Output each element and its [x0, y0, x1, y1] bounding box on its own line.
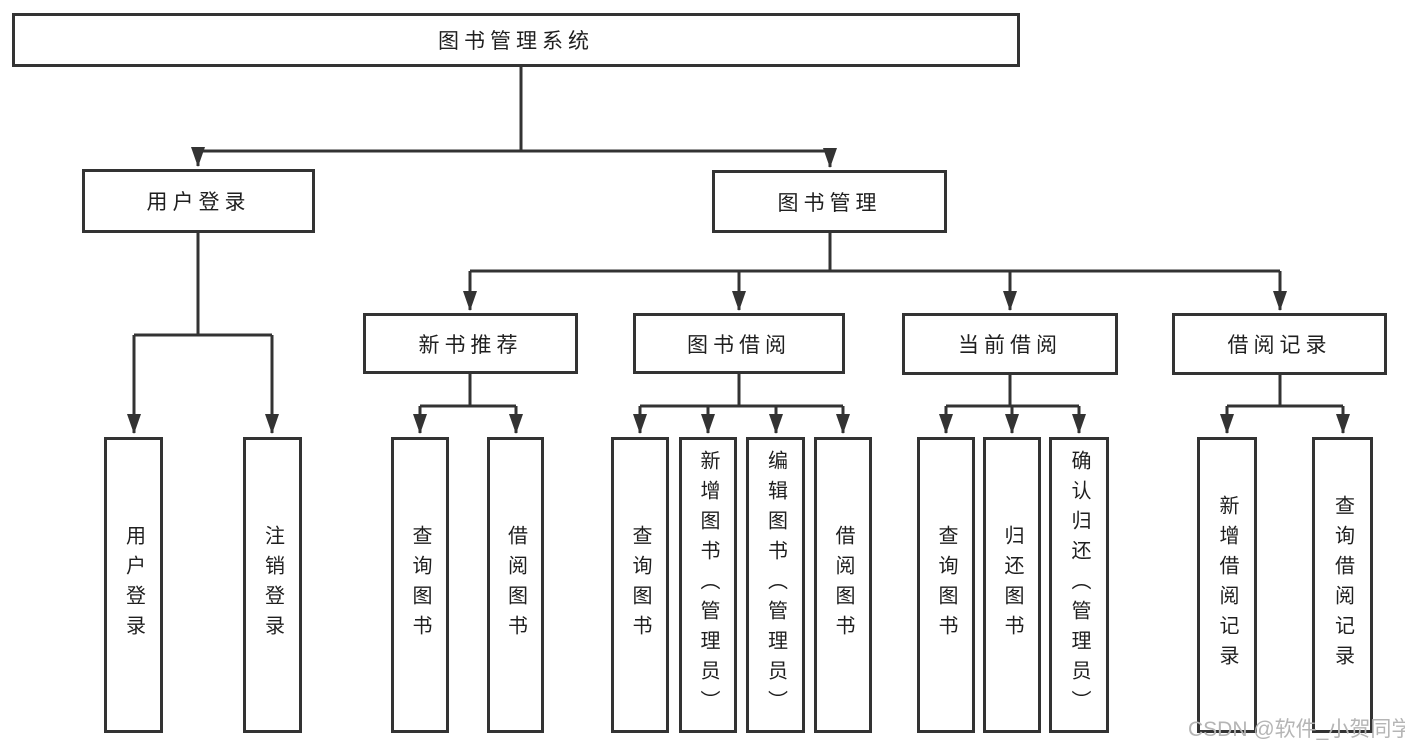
- leaf-label: 查询借阅记录: [1331, 495, 1354, 675]
- leaf-label: 查询图书: [935, 525, 957, 645]
- leaf-logout: 注销登录: [243, 437, 302, 733]
- leaf-edit-books-admin: 编辑图书（管理员）: [746, 437, 805, 733]
- leaf-label: 确认归还（管理员）: [1068, 450, 1090, 720]
- node-root-system: 图书管理系统: [12, 13, 1020, 67]
- connector-currentborrow-trunk: [946, 375, 1079, 408]
- leaf-label: 查询图书: [629, 525, 651, 645]
- node-current-borrow: 当前借阅: [902, 313, 1118, 375]
- node-new-book-recommend: 新书推荐: [363, 313, 578, 374]
- node-user-login: 用户登录: [82, 169, 315, 233]
- leaf-label: 编辑图书（管理员）: [764, 450, 787, 720]
- leaf-borrow-books-1: 借阅图书: [487, 437, 544, 733]
- node-book-borrow: 图书借阅: [633, 313, 845, 374]
- connector-records-trunk: [1227, 375, 1343, 408]
- leaf-label: 借阅图书: [504, 525, 527, 645]
- node-book-management: 图书管理: [712, 170, 947, 233]
- leaf-label: 查询图书: [409, 525, 431, 645]
- connector-newbook-trunk: [420, 374, 516, 408]
- leaf-add-books-admin: 新增图书（管理员）: [679, 437, 737, 733]
- leaf-label: 新增借阅记录: [1216, 495, 1238, 675]
- leaf-user-login: 用户登录: [104, 437, 163, 733]
- leaf-query-books-1: 查询图书: [391, 437, 449, 733]
- leaf-label: 新增图书（管理员）: [697, 450, 719, 720]
- leaf-query-borrow-record: 查询借阅记录: [1312, 437, 1373, 733]
- leaf-confirm-return-admin: 确认归还（管理员）: [1049, 437, 1109, 733]
- leaf-label: 用户登录: [122, 525, 145, 645]
- leaf-borrow-books-2: 借阅图书: [814, 437, 872, 733]
- leaf-query-books-2: 查询图书: [611, 437, 669, 733]
- node-borrow-records: 借阅记录: [1172, 313, 1387, 375]
- connector-userlogin-trunk: [134, 233, 272, 337]
- leaf-label: 借阅图书: [832, 525, 854, 645]
- leaf-label: 归还图书: [1001, 525, 1023, 645]
- leaf-add-borrow-record: 新增借阅记录: [1197, 437, 1257, 733]
- connector-bookborrow-trunk: [640, 374, 843, 408]
- leaf-query-books-3: 查询图书: [917, 437, 975, 733]
- leaf-return-books: 归还图书: [983, 437, 1041, 733]
- leaf-label: 注销登录: [261, 525, 284, 645]
- csdn-watermark: CSDN @软件_小贺同学: [1188, 718, 1405, 741]
